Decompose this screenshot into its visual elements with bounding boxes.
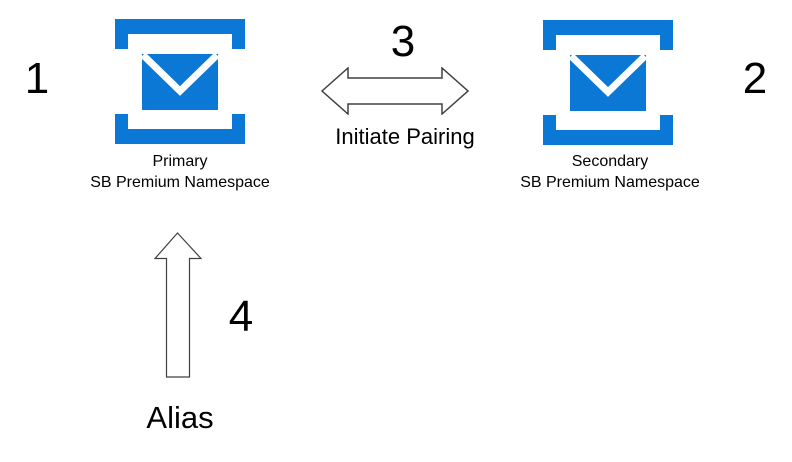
alias-label: Alias (146, 400, 214, 435)
service-bus-namespace-icon (543, 20, 673, 145)
step-2-number: 2 (742, 54, 768, 103)
step-4-number: 4 (228, 292, 254, 341)
secondary-name: Secondary (571, 153, 649, 170)
initiate-pairing-label: Initiate Pairing (335, 124, 475, 149)
service-bus-namespace-icon (115, 19, 245, 144)
secondary-namespace-label: Secondary SB Premium Namespace (490, 151, 730, 193)
primary-name: Primary (152, 153, 208, 170)
primary-namespace-label: Primary SB Premium Namespace (60, 151, 300, 193)
primary-type: SB Premium Namespace (90, 174, 270, 191)
step-1-number: 1 (24, 54, 50, 103)
secondary-type: SB Premium Namespace (520, 174, 700, 191)
double-headed-arrow-icon (320, 66, 470, 120)
up-arrow-icon (153, 232, 203, 383)
step-3-number: 3 (390, 17, 416, 66)
